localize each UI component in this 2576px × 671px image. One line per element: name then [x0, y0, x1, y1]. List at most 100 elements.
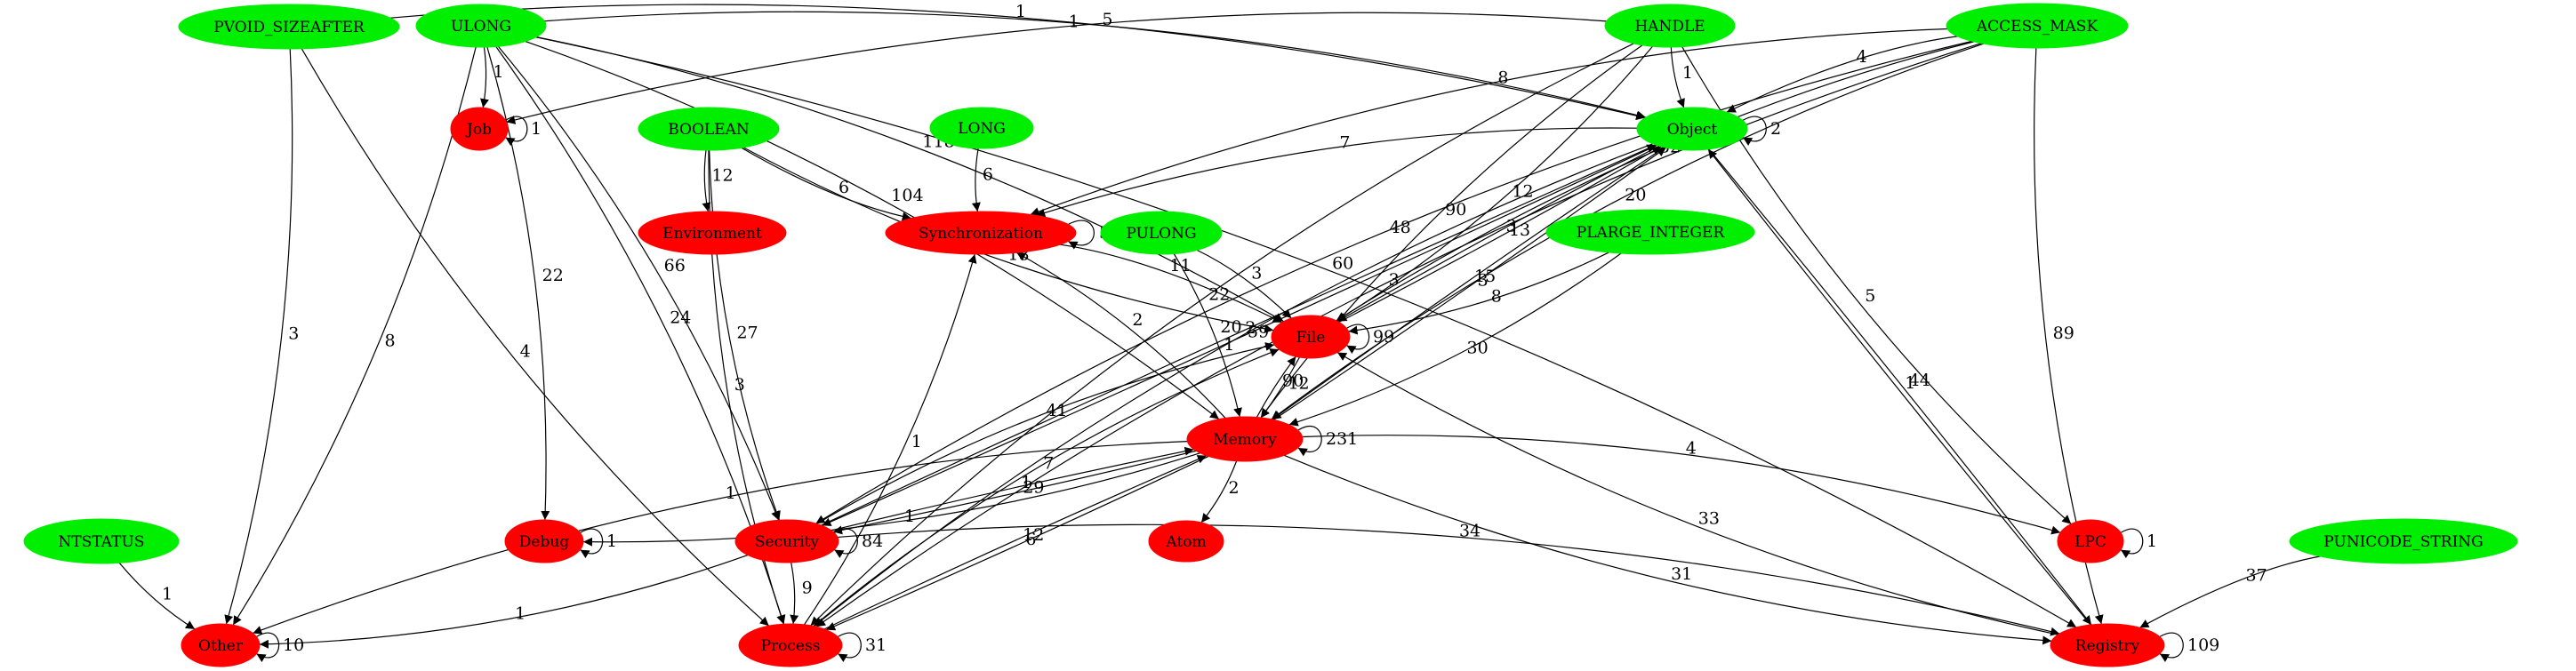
edge-object-to-synchronization: 7: [1036, 127, 1638, 218]
node-shape: [1946, 3, 2129, 49]
edge-label: 2: [1245, 318, 1256, 338]
edge-label: 3: [1478, 270, 1489, 290]
edge-label: 9: [802, 578, 813, 597]
node-shape: [1186, 416, 1304, 462]
edge-access-mask-to-process: 3: [815, 43, 1982, 627]
edge-label: 11: [1169, 256, 1191, 276]
edge-process-to-synchronization: 1: [804, 253, 977, 626]
node-shape: [450, 107, 509, 151]
edge-line: [821, 144, 1657, 526]
node-file: File: [1271, 315, 1351, 359]
edge-memory-to-other: 1: [253, 440, 1188, 635]
edge-line: [1338, 146, 1662, 323]
edge-label: 12: [1023, 525, 1044, 545]
edge-line: [582, 452, 1200, 547]
edge-line: [1272, 147, 1665, 420]
edge-line: [580, 528, 604, 559]
edge-line: [837, 523, 2060, 636]
node-label: ACCESS_MASK: [1976, 18, 2099, 36]
edge-ulong-to-object: 5: [544, 10, 1646, 120]
node-shape: [738, 623, 843, 667]
edge-label: 1: [162, 584, 173, 603]
edge-label: 10: [283, 635, 304, 655]
edge-label: 22: [542, 266, 564, 285]
edge-memory-to-atom: 2: [1200, 460, 1240, 523]
edge-ntstatus-to-other: 1: [118, 562, 196, 630]
edge-line: [256, 632, 280, 663]
edge-line: [1260, 356, 1300, 419]
node-boolean: BOOLEAN: [638, 107, 780, 151]
edge-label: 89: [2053, 324, 2074, 343]
edge-line: [1726, 36, 1958, 113]
edge-process-to-memory: 12: [823, 455, 1208, 630]
edge-label: 24: [670, 308, 691, 327]
edge-label: 231: [1326, 429, 1358, 449]
edge-line: [118, 562, 196, 630]
edge-label: 31: [1671, 564, 1692, 584]
edge-line: [709, 149, 781, 521]
node-pvoid-sizeafter: PVOID_SIZEAFTER: [178, 4, 400, 50]
node-shape: [2050, 623, 2165, 667]
edge-object-to-object: 2: [1742, 116, 1781, 146]
node-label: ULONG: [451, 18, 511, 36]
edge-line: [816, 342, 1275, 524]
edge-handle-to-job: 1: [506, 12, 1607, 124]
edge-object-to-security: 59: [822, 144, 1657, 526]
edge-security-to-process: 9: [790, 562, 813, 625]
edge-label: 66: [664, 256, 686, 276]
edge-label: 8: [1497, 68, 1508, 88]
edge-memory-to-lpc: 4: [1302, 435, 2061, 535]
edge-access-mask-to-security: 48: [815, 40, 1972, 524]
edge-ulong-to-debug: 22: [486, 46, 564, 521]
edge-line: [823, 455, 1208, 630]
edge-label: 2: [1229, 478, 1240, 498]
edge-line: [1060, 244, 1282, 324]
node-label: Process: [761, 637, 821, 655]
edge-label: 41: [1046, 401, 1067, 420]
edge-label: 2: [1132, 310, 1143, 330]
edge-label: 8: [1491, 287, 1502, 307]
edge-line: [813, 348, 1280, 627]
edge-memory-to-file: 90: [1256, 355, 1304, 418]
edge-line: [1283, 454, 2052, 645]
node-label: PULONG: [1126, 225, 1196, 243]
edge-memory-to-registry: 31: [1283, 454, 2052, 645]
node-label: HANDLE: [1634, 18, 1705, 36]
edge-label: 1: [1905, 373, 1915, 393]
node-object: Object: [1636, 107, 1748, 151]
node-label: NTSTATUS: [59, 533, 145, 551]
edge-line: [506, 12, 1607, 124]
edges-layer: 3411824226610411856011129022543220893848…: [118, 2, 2321, 663]
edge-security-to-file: 41: [816, 342, 1275, 524]
node-shape: [1545, 209, 1755, 255]
edge-label: 5: [1865, 286, 1875, 306]
edge-line: [1297, 426, 1322, 457]
edge-security-to-security: 84: [834, 528, 883, 558]
node-shape: [23, 518, 180, 564]
edge-line: [535, 36, 1284, 323]
edge-label: 2: [1770, 119, 1781, 139]
edge-label: 1: [911, 432, 922, 451]
edge-line: [815, 43, 1982, 627]
edge-object-to-registry: 44: [1708, 148, 2092, 626]
edge-line: [505, 116, 528, 147]
edge-ulong-to-other: 8: [232, 46, 477, 626]
node-label: Synchronization: [919, 225, 1043, 243]
edge-line: [810, 43, 1634, 627]
edge-line: [535, 36, 2077, 628]
edge-job-to-job: 1: [505, 116, 542, 147]
edge-label: 7: [1339, 132, 1350, 152]
node-access-mask: ACCESS_MASK: [1946, 3, 2129, 49]
edge-security-to-object: 2: [821, 144, 1657, 526]
edge-label: 12: [711, 166, 733, 186]
edge-label: 109: [2187, 635, 2219, 655]
edge-label: 37: [2245, 565, 2267, 585]
node-registry: Registry: [2050, 623, 2165, 667]
edge-ulong-to-file: 118: [535, 36, 1284, 323]
edge-label: 1: [515, 604, 526, 624]
edge-line: [544, 11, 1646, 120]
node-label: PVOID_SIZEAFTER: [213, 19, 365, 36]
node-label: Job: [465, 121, 492, 139]
node-long: LONG: [929, 107, 1034, 149]
